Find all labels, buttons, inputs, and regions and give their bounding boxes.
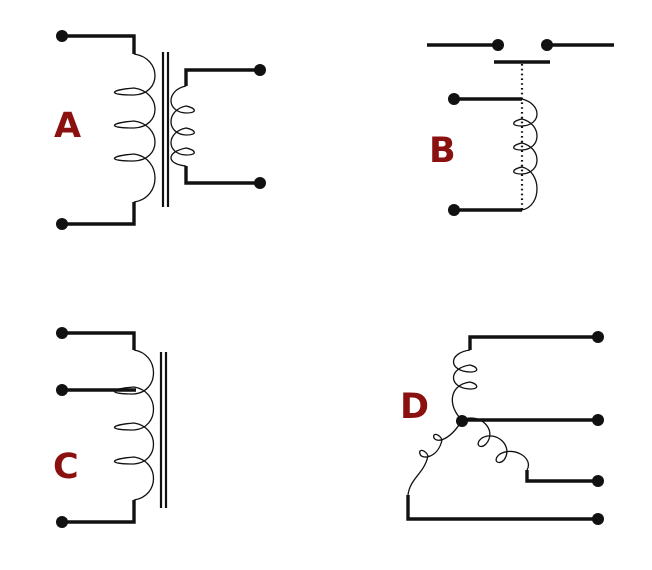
a-terminal-3	[254, 64, 266, 76]
a-terminal-2	[56, 218, 68, 230]
a-terminal-1	[56, 30, 68, 42]
d-lead-3	[525, 470, 598, 483]
d-coil-vertical	[451, 349, 478, 421]
label-a: A	[54, 106, 81, 146]
b-contact-terminal-right	[541, 39, 553, 51]
c-terminal-bottom	[56, 516, 68, 528]
label-c: C	[53, 447, 79, 487]
a-secondary-top-lead	[184, 68, 260, 86]
d-terminal-1	[592, 331, 604, 343]
d-coil-right	[461, 417, 530, 471]
a-primary-top-lead	[62, 34, 136, 54]
a-terminal-4	[254, 177, 266, 189]
b-coil-winding	[513, 98, 538, 211]
b-coil-terminal-top	[448, 93, 460, 105]
label-b: B	[429, 131, 456, 171]
c-terminal-tap	[56, 384, 68, 396]
b-contact-terminal-left	[492, 39, 504, 51]
d-lead-1	[468, 335, 598, 350]
label-d: D	[400, 387, 429, 427]
a-secondary-winding	[170, 85, 195, 167]
a-primary-bottom-lead	[62, 202, 136, 226]
d-terminal-2	[592, 414, 604, 426]
c-winding	[113, 349, 155, 501]
d-coil-left	[407, 419, 463, 496]
d-lead-4	[406, 495, 598, 521]
d-terminal-4	[592, 513, 604, 525]
b-coil-terminal-bottom	[448, 204, 460, 216]
diagram-b-relay: B	[427, 39, 614, 216]
c-top-lead	[62, 331, 136, 350]
diagram-a-transformer: A	[54, 30, 266, 230]
c-bottom-lead	[62, 500, 136, 524]
c-terminal-top	[56, 327, 68, 339]
d-neutral-node	[456, 415, 468, 427]
diagram-d-wye-winding: D	[400, 331, 604, 525]
a-primary-winding	[113, 53, 156, 203]
diagram-c-autotransformer: C	[53, 327, 168, 528]
a-secondary-bottom-lead	[184, 166, 260, 185]
d-terminal-3	[592, 475, 604, 487]
